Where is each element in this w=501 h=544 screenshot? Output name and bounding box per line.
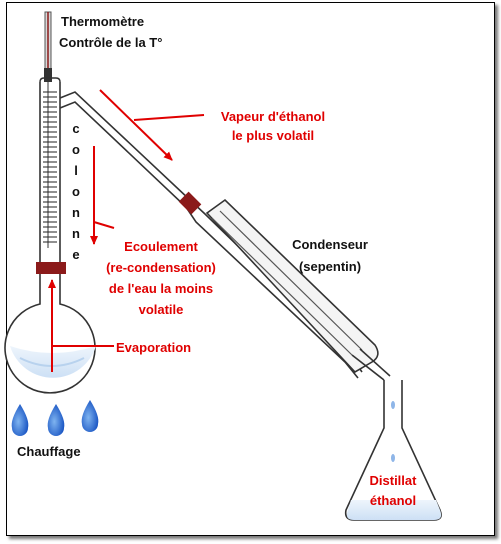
column-letter: c <box>72 121 80 136</box>
flow-label-line1: Ecoulement <box>124 239 198 254</box>
heating-drops <box>11 400 99 436</box>
flow-label-line4: volatile <box>138 302 184 317</box>
flow-label-line3: de l'eau la moins <box>108 281 214 296</box>
flow-label-line2: (re-condensation) <box>106 260 216 275</box>
column-letter: n <box>72 226 80 241</box>
boiling-flask <box>4 274 96 394</box>
vapour-pointer <box>133 114 205 121</box>
water-drop-icon <box>81 400 99 432</box>
water-drop-icon <box>11 404 29 436</box>
vapour-label-line1: Vapeur d'éthanol <box>220 109 326 124</box>
reflux-pointer <box>93 221 115 229</box>
distillate-label-line1: Distillat <box>369 473 417 488</box>
vapour-arrow <box>99 89 173 161</box>
evaporation-label: Evaporation <box>116 340 192 355</box>
temperature-control-label: Contrôle de la T° <box>59 35 163 50</box>
column-letter: e <box>72 247 80 262</box>
column-letter: l <box>74 163 78 178</box>
receiving-flask <box>344 380 442 521</box>
distillate-label-line2: éthanol <box>369 493 417 508</box>
flow-arrows <box>48 89 205 372</box>
column-letter: o <box>72 142 80 157</box>
thermometer-label: Thermomètre <box>61 14 145 29</box>
vapour-label-line2: le plus volatil <box>231 128 315 143</box>
column-letter: o <box>72 184 80 199</box>
diagram-frame <box>6 2 495 536</box>
thermometer <box>44 11 52 82</box>
heating-label: Chauffage <box>17 444 81 459</box>
condenser-label-line2: (sepentin) <box>298 259 362 274</box>
water-drop-icon <box>47 404 65 436</box>
flask-stopper <box>36 262 66 274</box>
condenser <box>178 191 391 381</box>
condenser-label-line1: Condenseur <box>292 237 368 252</box>
column-letter: n <box>72 205 80 220</box>
